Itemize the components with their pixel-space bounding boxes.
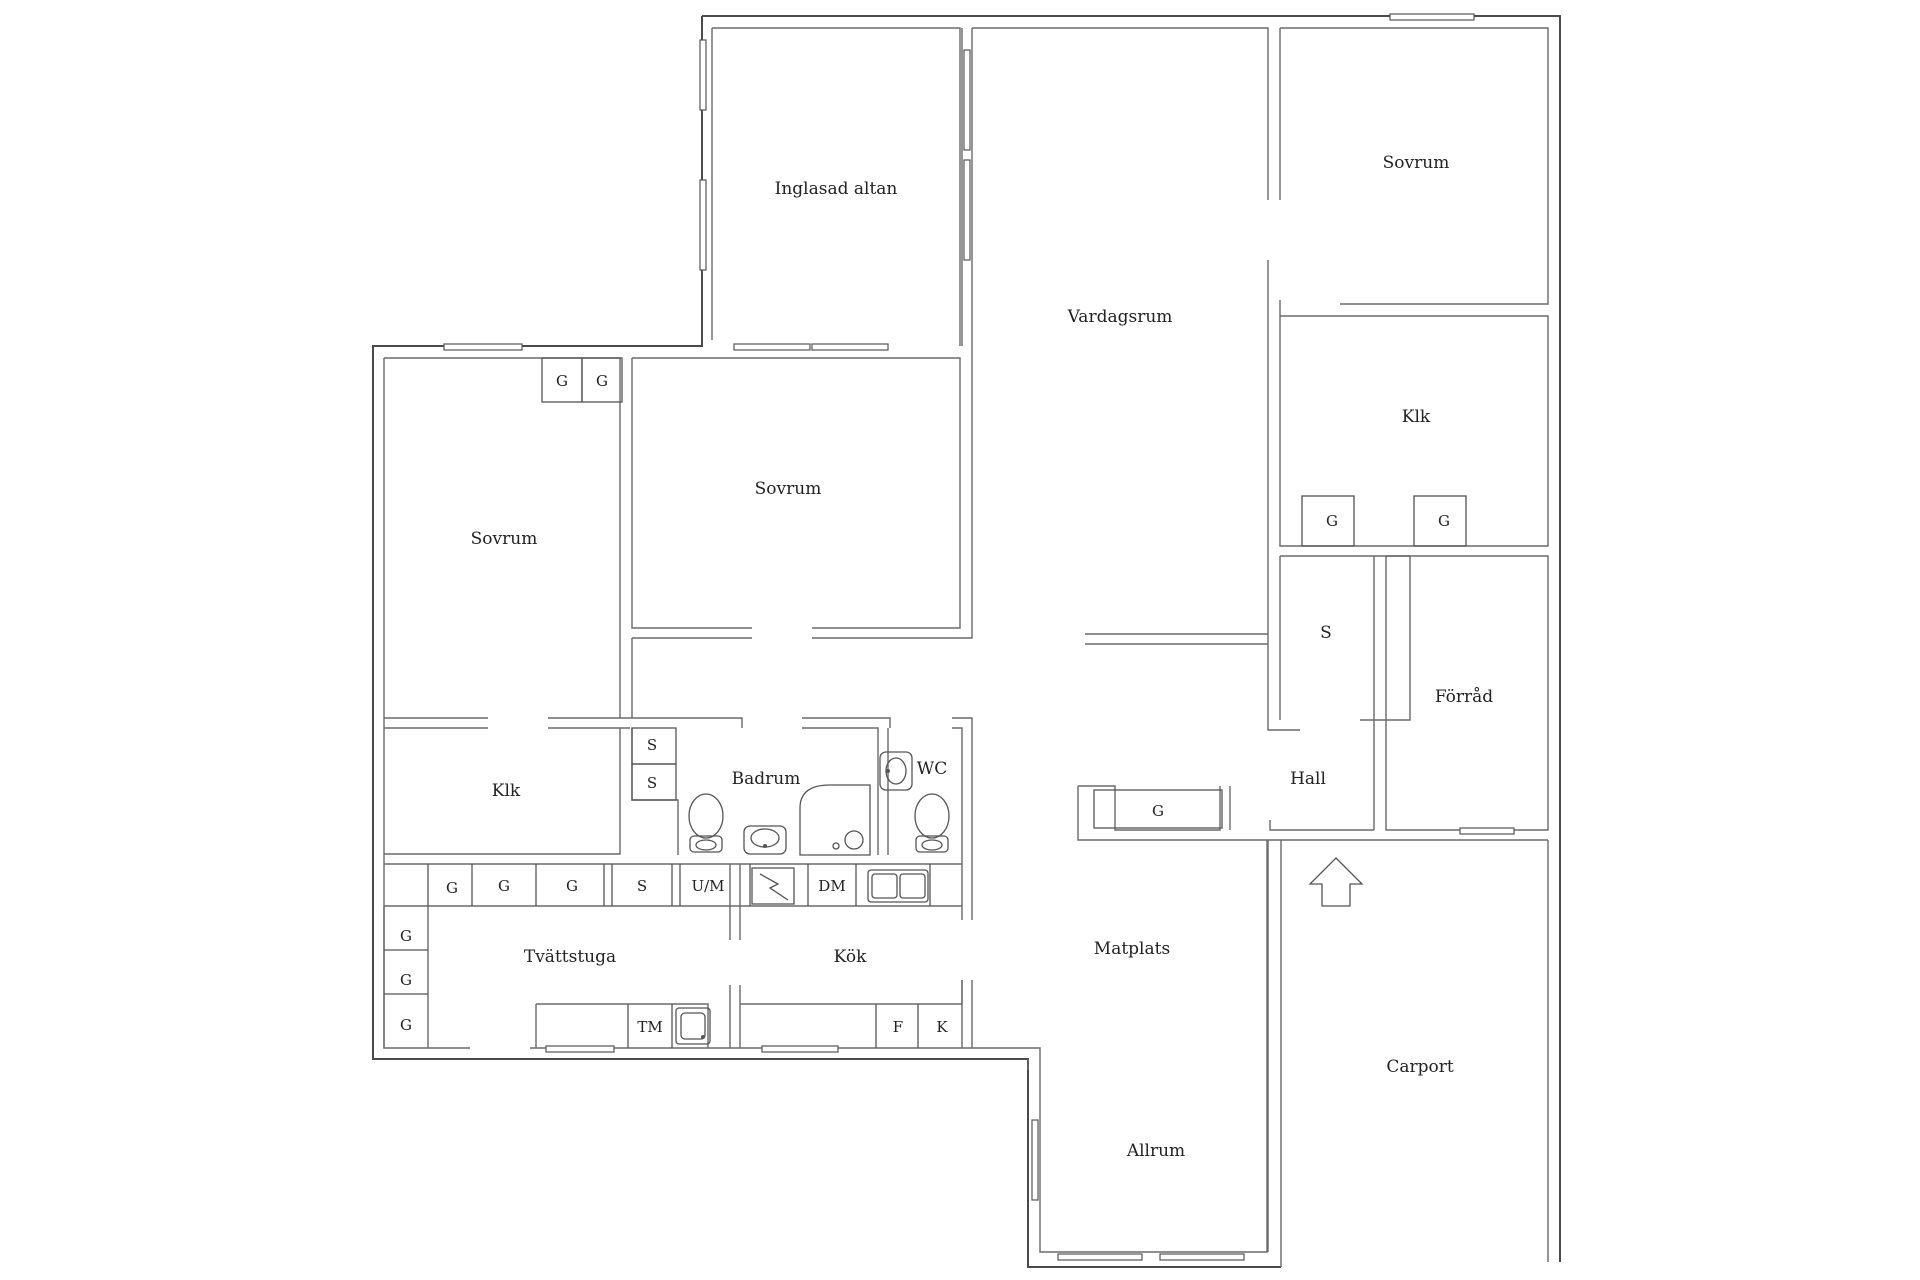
windows	[443, 13, 1515, 1261]
code-tm: TM	[637, 1018, 662, 1036]
code-k: K	[936, 1018, 948, 1036]
code-g: G	[566, 877, 578, 895]
code-g: G	[1326, 512, 1338, 530]
code-g: G	[400, 971, 412, 989]
room-tvattstuga: Tvättstuga	[524, 947, 616, 967]
room-klk-ne: Klk	[1402, 407, 1431, 427]
room-carport: Carport	[1386, 1057, 1454, 1077]
room-s-hall: S	[1320, 623, 1332, 643]
fixtures	[384, 357, 1467, 1048]
code-g: G	[1152, 802, 1164, 820]
room-klk-w: Klk	[492, 781, 521, 801]
code-g: G	[400, 927, 412, 945]
room-forrad: Förråd	[1435, 687, 1493, 707]
room-sovrum-ne: Sovrum	[1383, 153, 1450, 173]
code-um: U/M	[691, 877, 724, 895]
room-hall: Hall	[1290, 769, 1326, 789]
stove-icon	[751, 867, 795, 905]
room-sovrum-w: Sovrum	[471, 529, 538, 549]
code-g: G	[556, 372, 568, 390]
shower-icon	[799, 784, 871, 856]
code-s: S	[637, 877, 647, 895]
code-g: G	[400, 1016, 412, 1034]
toilet-icon	[914, 793, 950, 853]
room-kok: Kök	[834, 947, 867, 967]
code-g: G	[498, 877, 510, 895]
room-matplats: Matplats	[1094, 939, 1170, 959]
room-allrum: Allrum	[1126, 1141, 1185, 1161]
sink-icon	[879, 751, 913, 791]
room-vardagsrum: Vardagsrum	[1067, 307, 1173, 327]
interior-walls	[383, 27, 1549, 1252]
sink-icon	[867, 869, 929, 903]
room-wc: WC	[917, 759, 947, 779]
code-g: G	[446, 879, 458, 897]
toilet-icon	[688, 793, 724, 853]
room-inglasad-altan: Inglasad altan	[775, 179, 898, 199]
code-s: S	[647, 774, 657, 792]
room-labels: Inglasad altan Vardagsrum Sovrum Klk Sov…	[471, 153, 1494, 1161]
entrance-arrow-icon	[1308, 857, 1364, 907]
code-s: S	[647, 736, 657, 754]
code-g: G	[1438, 512, 1450, 530]
room-sovrum-mid: Sovrum	[755, 479, 822, 499]
sink-icon	[675, 1007, 711, 1045]
code-g: G	[596, 372, 608, 390]
room-badrum: Badrum	[732, 769, 801, 789]
fixture-codes: G G G G S S G G G G S U/M DM G G G TM F …	[400, 372, 1450, 1036]
code-f: F	[893, 1018, 903, 1036]
code-dm: DM	[818, 877, 845, 895]
sink-icon	[743, 825, 787, 855]
